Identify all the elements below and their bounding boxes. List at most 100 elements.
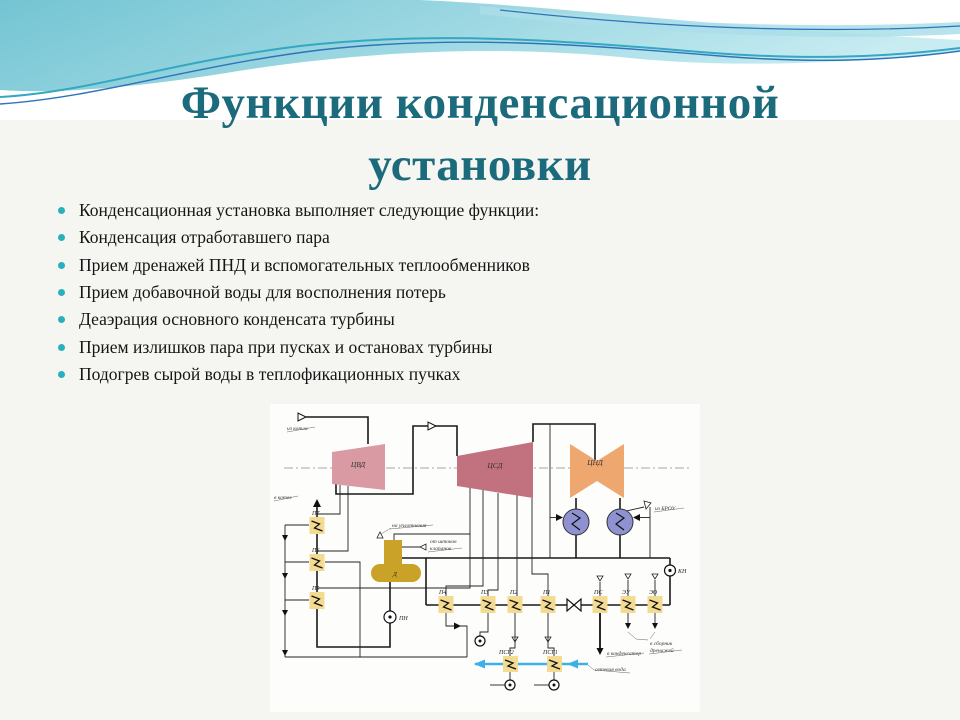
bullet-text: Прием дренажей ПНД и вспомогательных теп… (79, 254, 530, 275)
lp-cylinder-label: ЦНД (586, 458, 604, 467)
network-flow-arrow-icon (567, 659, 578, 669)
valve-icon (573, 597, 582, 613)
heater-coil-icon (482, 599, 494, 611)
heater-coil-icon (594, 599, 606, 611)
bullet-text: Прием добавочной воды для восполнения по… (79, 282, 446, 303)
hp-cylinder-label: ЦВД (350, 460, 367, 469)
feed-pump-label: ПН (398, 616, 408, 622)
heater-coil-icon (311, 595, 323, 607)
bullet-text: Конденсационная установка выполняет след… (79, 200, 540, 220)
steam-lines (297, 412, 671, 606)
heater-label-eo: ЭО (649, 590, 658, 596)
deaerator: Д (371, 524, 463, 582)
list-item: Деаэрация основного конденсата турбины (56, 311, 696, 329)
heater-label-ps: ПС (593, 590, 603, 596)
pump-dot-icon (668, 568, 672, 573)
heater-label-p1: П1 (542, 590, 550, 596)
network-water-system: ПСГ2 ПСГ1 (474, 650, 588, 686)
pumps: ПН КН (383, 564, 687, 691)
drain-arrow-icon (282, 535, 288, 541)
bullet-list: Конденсационная установка выполняет след… (56, 200, 696, 393)
from-valve-stems-label-1: от штоков (430, 539, 457, 545)
turbine-cylinders: ЦВД ЦСД ЦНД (332, 442, 624, 498)
control-valve (566, 597, 582, 613)
list-item: Конденсация отработавшего пара (56, 227, 696, 248)
flow-arrow-icon (427, 421, 438, 431)
cooling-arrow-icon (633, 514, 640, 521)
bullet-dot (58, 371, 65, 379)
slide-title: Функции конденсационной установки (0, 72, 960, 196)
condenser-coil-icon (571, 512, 582, 531)
deaerator-label: Д (392, 572, 398, 578)
drain-arrow-icon (282, 573, 288, 579)
ip-cylinder (457, 442, 533, 498)
bullet-dot (58, 316, 65, 324)
ip-cylinder-label: ЦСД (486, 461, 503, 470)
bullet-text: Прием излишков пара при пусках и останов… (79, 336, 493, 357)
cooling-arrow-icon (556, 514, 563, 521)
wave-line-blue-top (499, 9, 960, 31)
drain-arrow-icon (625, 623, 631, 629)
bullet-text: Конденсация отработавшего пара (79, 227, 330, 248)
drain-arrow-icon (282, 650, 288, 656)
heater-label-p5: П5 (311, 586, 319, 592)
heater-label-eu: ЭУ (622, 590, 631, 596)
heater-coil-icon (311, 557, 323, 569)
pump-dot-icon (508, 683, 512, 687)
vent-triangle-icon (511, 636, 519, 643)
pump-dot-icon (388, 615, 392, 619)
bullet-dot (58, 261, 65, 269)
bullet-text: Подогрев сырой воды в теплофикационных п… (79, 364, 461, 385)
drain-arrow-icon (282, 610, 288, 616)
heater-coil-icon (509, 599, 521, 611)
bullet-dot (58, 234, 65, 242)
pump-dot-icon (478, 639, 482, 643)
wave-line-teal (0, 37, 960, 98)
heater-label-p7: П7 (311, 511, 320, 517)
seal-triangle-icon (376, 531, 384, 539)
list-item: Прием излишков пара при пусках и останов… (56, 336, 696, 357)
drain-arrow-icon (454, 622, 461, 630)
brou-triangle-icon (643, 500, 652, 510)
to-condenser-arrow-icon (596, 648, 604, 655)
lp-cylinder-right (597, 444, 624, 498)
list-item: Подогрев сырой воды в теплофикационных п… (56, 364, 696, 385)
wave-aqua-mass (0, 0, 960, 92)
lp-cylinder-left (570, 444, 597, 498)
from-valve-stems-label-2: клапанов (430, 546, 452, 552)
deaerator-tank (371, 564, 421, 582)
wave-decoration (0, 0, 960, 120)
wave-line-blue (0, 41, 960, 105)
vent-triangle-icon (624, 573, 632, 580)
to-drain-collector-label-2: дренажей (650, 647, 674, 654)
condensate-pump-label: КН (677, 569, 687, 575)
valve-stem-triangle-icon (419, 543, 427, 551)
from-brou-label: из БРОУ (655, 506, 676, 512)
to-drain-collector-label-1: в сборник (650, 640, 673, 647)
heater-label-psg2: ПСГ2 (498, 650, 514, 656)
diagram-annotations: из котла в котел на уплотнения от штоков… (273, 426, 685, 674)
bullet-dot (58, 207, 65, 214)
condensers (550, 508, 650, 536)
bullet-dot (58, 289, 65, 297)
condenser-coil-icon (615, 512, 626, 531)
heater-label-psg1: ПСГ1 (542, 650, 558, 656)
heater-coil-icon (649, 599, 661, 611)
list-item: Прием дренажей ПНД и вспомогательных теп… (56, 254, 696, 275)
bullet-dot (58, 343, 65, 351)
heater-coil-icon (311, 520, 323, 532)
extraction-drain-lines (282, 485, 659, 658)
bullet-text: Деаэрация основного конденсата турбины (79, 309, 395, 330)
heater-label-p3: П3 (480, 590, 488, 596)
heater-coil-icon (548, 659, 561, 670)
to-seals-label: на уплотнения (392, 523, 427, 529)
slide-title-line2: установки (368, 139, 592, 192)
pump-dot-icon (552, 683, 556, 687)
from-boiler-label: из котла (287, 426, 308, 432)
to-condenser-label: в конденсатор (607, 650, 641, 657)
heater-coil-icon (622, 599, 634, 611)
heater-label-p2: П2 (509, 590, 517, 596)
heater-coil-icon (440, 599, 452, 611)
heater-coil-icon (504, 659, 517, 670)
